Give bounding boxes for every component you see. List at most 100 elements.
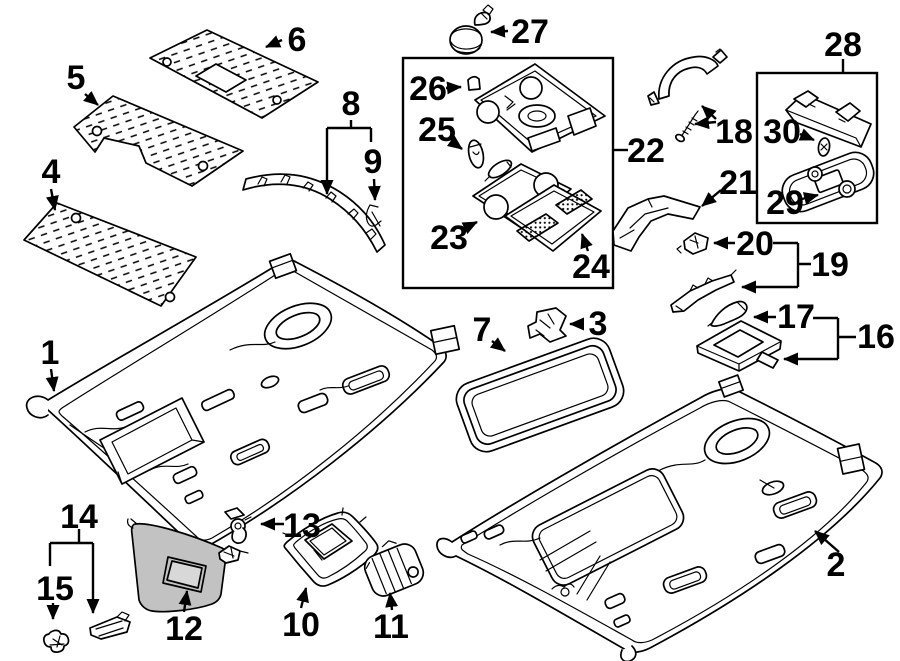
callout-28-number: 28	[824, 26, 862, 64]
callout-29-number: 29	[766, 184, 804, 222]
callout-4: 4	[42, 153, 61, 211]
callout-20: 20	[713, 225, 774, 263]
callout-5: 5	[67, 59, 99, 106]
callout-23: 23	[430, 219, 478, 257]
part-15-clip	[43, 629, 70, 653]
callout-16-number: 16	[857, 318, 895, 356]
callout-11-number: 11	[373, 608, 409, 646]
part-19-lamp-bracket	[670, 269, 737, 313]
callout-27-number: 27	[511, 13, 549, 51]
callout-18-leader-a	[701, 105, 717, 121]
callout-25-number: 25	[418, 111, 456, 149]
part-14-visor-bracket	[89, 611, 131, 640]
part-4-insulator-pad	[23, 202, 197, 307]
callout-15-number: 15	[36, 570, 74, 608]
part-22-console-housing	[474, 63, 606, 153]
callout-19-number: 19	[811, 246, 849, 284]
part-9-clip	[365, 204, 382, 227]
callout-14: 14	[48, 498, 100, 614]
callout-19: 19	[741, 241, 849, 294]
callout-12: 12	[165, 590, 203, 648]
part-5-insulator-pad	[73, 95, 244, 187]
callout-21-number: 21	[719, 164, 757, 202]
callout-17: 17	[753, 298, 815, 336]
callout-4-leader	[45, 188, 59, 211]
callout-1: 1	[41, 334, 60, 392]
callout-11: 11	[373, 592, 409, 646]
callout-11-leader	[385, 592, 399, 611]
callout-18-number: 18	[715, 113, 753, 151]
callout-1-number: 1	[41, 334, 60, 372]
callout-10: 10	[282, 587, 320, 644]
part-6-insulator-pad	[149, 29, 319, 119]
callout-12-number: 12	[165, 610, 203, 648]
part-17-bulb	[707, 300, 748, 327]
callout-7: 7	[473, 311, 506, 352]
callout-27: 27	[490, 13, 549, 51]
callout-8: 8	[320, 85, 373, 195]
callout-8-number: 8	[342, 85, 361, 123]
callout-18: 18	[694, 105, 753, 151]
callout-21-leader	[701, 189, 722, 207]
part-18-grab-handle	[647, 48, 728, 143]
callout-25-leader	[446, 135, 463, 150]
part-1-headliner-front	[25, 252, 461, 549]
part-10-overhead-console	[282, 507, 379, 587]
callout-28: 28	[824, 26, 862, 72]
callout-13: 13	[260, 507, 321, 545]
callout-24: 24	[572, 233, 610, 286]
callout-7-number: 7	[473, 311, 492, 349]
part-27-knob	[449, 4, 494, 55]
part-20-clip	[676, 232, 709, 255]
part-24-lamp-lens	[504, 184, 602, 252]
callout-20-number: 20	[736, 225, 774, 263]
callout-12-leader	[178, 590, 192, 613]
callout-26-leader	[445, 81, 462, 95]
callout-16-bracket	[813, 316, 856, 359]
callout-13-number: 13	[283, 507, 321, 545]
part-3-clip	[527, 307, 567, 343]
callout-9: 9	[364, 143, 383, 201]
callout-2: 2	[814, 530, 846, 584]
callout-19-bracket	[773, 241, 811, 287]
part-11-motor	[363, 540, 425, 597]
callout-10-leader	[296, 587, 309, 609]
callout-4-number: 4	[42, 153, 61, 191]
part-25-bulb	[467, 139, 485, 169]
callout-9-leader	[367, 178, 381, 201]
assembly-box-28	[755, 71, 879, 225]
callout-2-number: 2	[827, 546, 846, 584]
part-28-dome-housing	[785, 90, 872, 148]
callout-30-number: 30	[763, 113, 801, 151]
callout-27-leader	[490, 24, 509, 38]
part-7-sunshade	[455, 337, 625, 453]
part-21-bracket	[612, 195, 701, 252]
callout-23-number: 23	[430, 219, 468, 257]
callout-26: 26	[409, 70, 462, 108]
callout-7-leader	[489, 337, 506, 352]
callout-15: 15	[36, 570, 74, 620]
callout-14-number: 14	[60, 498, 98, 536]
callout-10-number: 10	[282, 606, 320, 644]
callout-17-number: 17	[777, 298, 815, 336]
part-2-headliner-sunroof	[436, 374, 883, 661]
callout-22: 22	[614, 132, 665, 170]
part-23-lamp-lens	[472, 163, 572, 230]
visor-swivel-clip	[218, 545, 249, 564]
part-13-visor-clip	[224, 507, 252, 545]
callout-18-leader-b	[694, 116, 717, 130]
callout-9-number: 9	[364, 143, 383, 181]
callout-22-number: 22	[627, 132, 665, 170]
callout-25: 25	[418, 111, 463, 150]
callout-30: 30	[763, 113, 815, 151]
callout-23-leader	[460, 220, 478, 235]
callout-29: 29	[766, 184, 819, 222]
callout-6-leader	[265, 35, 283, 49]
callout-6-number: 6	[288, 21, 307, 59]
callout-24-leader	[580, 233, 593, 252]
callout-3: 3	[569, 305, 607, 343]
callouts: 1 2 3 4 5 6 7 8	[36, 13, 895, 648]
callout-16: 16	[783, 316, 895, 366]
